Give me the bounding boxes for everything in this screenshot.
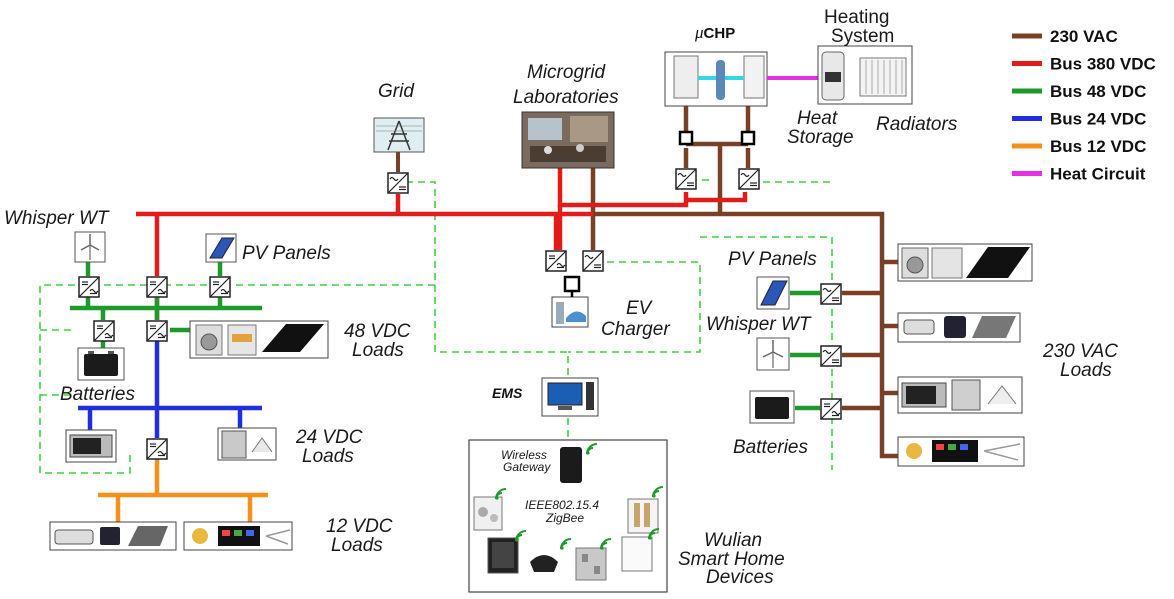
pv-panels-right-label: PV Panels [728, 249, 817, 270]
loads-230-label-1: 230 VAC [1042, 341, 1118, 362]
grid-label: Grid [378, 81, 415, 102]
legend-label: Bus 12 VDC [1050, 137, 1146, 156]
loads-48-label-2: Loads [352, 340, 404, 361]
converter-icon [545, 250, 567, 272]
wulian-label-3: Devices [706, 567, 774, 588]
computer-icon [541, 377, 599, 417]
battery-icon [749, 390, 795, 424]
ev-label-2: Charger [601, 319, 670, 340]
dc-24-bus [78, 340, 262, 438]
chp-connector-left [678, 130, 694, 146]
wireless-label-2: Gateway [503, 460, 551, 474]
legend: 230 VAC Bus 380 VDC Bus 48 VDC Bus 24 VDC Bu… [1012, 27, 1156, 184]
lab-photo [521, 111, 615, 169]
legend-label: Heat Circuit [1050, 165, 1146, 184]
dc-12-bus [98, 458, 268, 522]
legend-label: Bus 24 VDC [1050, 110, 1146, 129]
converter-icon [820, 345, 842, 367]
converter-icon [146, 438, 168, 460]
loads-48-appliances [189, 320, 329, 359]
microgrid-label-2: Laboratories [513, 87, 619, 108]
uchp-label: μCHP [694, 23, 735, 42]
wulian-label-2: Smart Home [678, 549, 785, 570]
converter-icon [820, 398, 842, 420]
loads-230-appliances [897, 243, 1033, 467]
wind-turbine-icon [756, 337, 790, 371]
legend-label: Bus 48 VDC [1050, 82, 1146, 101]
whisper-wt-left-label: Whisper WT [4, 208, 110, 229]
dc-48-bus [70, 262, 820, 411]
converter-icon [146, 276, 168, 298]
ev-connector [563, 275, 581, 293]
pv-panels-left-label: PV Panels [242, 243, 331, 264]
loads-230-label-2: Loads [1060, 360, 1112, 381]
loads-48-label-1: 48 VDC [344, 321, 411, 342]
converter-icon [146, 320, 168, 342]
ev-label-1: EV [626, 298, 654, 319]
converter-icon [78, 276, 100, 298]
whisper-wt-right-label: Whisper WT [706, 314, 812, 335]
transmission-tower-icon [373, 117, 425, 153]
ac-230-bus [590, 106, 898, 459]
loads-12-appliances [49, 521, 293, 551]
wind-turbine-icon [74, 231, 106, 263]
heat-storage-label-1: Heat [797, 108, 838, 129]
converter-icon [675, 168, 697, 190]
converter-icon [738, 168, 760, 190]
legend-label: Bus 380 VDC [1050, 55, 1156, 74]
uchp-chp: CHP [704, 25, 736, 42]
ems-label: EMS [492, 385, 523, 401]
zigbee-label-1: IEEE802.15.4 [525, 498, 599, 512]
loads-12-label-2: Loads [331, 535, 383, 556]
batteries-right-label: Batteries [733, 437, 808, 458]
heating-label-2: System [831, 26, 894, 47]
legend-label: 230 VAC [1050, 27, 1118, 46]
heating-system [817, 45, 913, 105]
solar-panel-icon [756, 276, 790, 310]
converter-icon [209, 276, 231, 298]
uchp-unit [664, 51, 768, 107]
zigbee-label-2: ZigBee [545, 511, 584, 525]
chp-connector-right [740, 130, 756, 146]
wulian-label-1: Wulian [704, 530, 762, 551]
batteries-left-label: Batteries [60, 384, 135, 405]
uchp-mu: μ [694, 23, 704, 42]
loads-24-label-2: Loads [302, 446, 354, 467]
wulian-devices-box [468, 439, 668, 593]
loads-24-label-1: 24 VDC [295, 427, 363, 448]
converter-icon [582, 250, 604, 272]
ev-charger-icon [551, 296, 589, 328]
wireless-label-1: Wireless [501, 448, 547, 462]
heat-storage-label-2: Storage [787, 127, 854, 148]
communication-lines [39, 179, 833, 474]
battery-icon [77, 347, 125, 381]
converter-icon [93, 320, 115, 342]
heating-label-1: Heating [824, 7, 890, 28]
loads-24-appliances [65, 427, 277, 463]
solar-panel-icon [205, 233, 237, 263]
loads-12-label-1: 12 VDC [326, 516, 393, 537]
radiators-label: Radiators [876, 114, 958, 135]
microgrid-label-1: Microgrid [527, 62, 607, 83]
converter-icon [820, 283, 842, 305]
converter-icon [387, 172, 409, 194]
